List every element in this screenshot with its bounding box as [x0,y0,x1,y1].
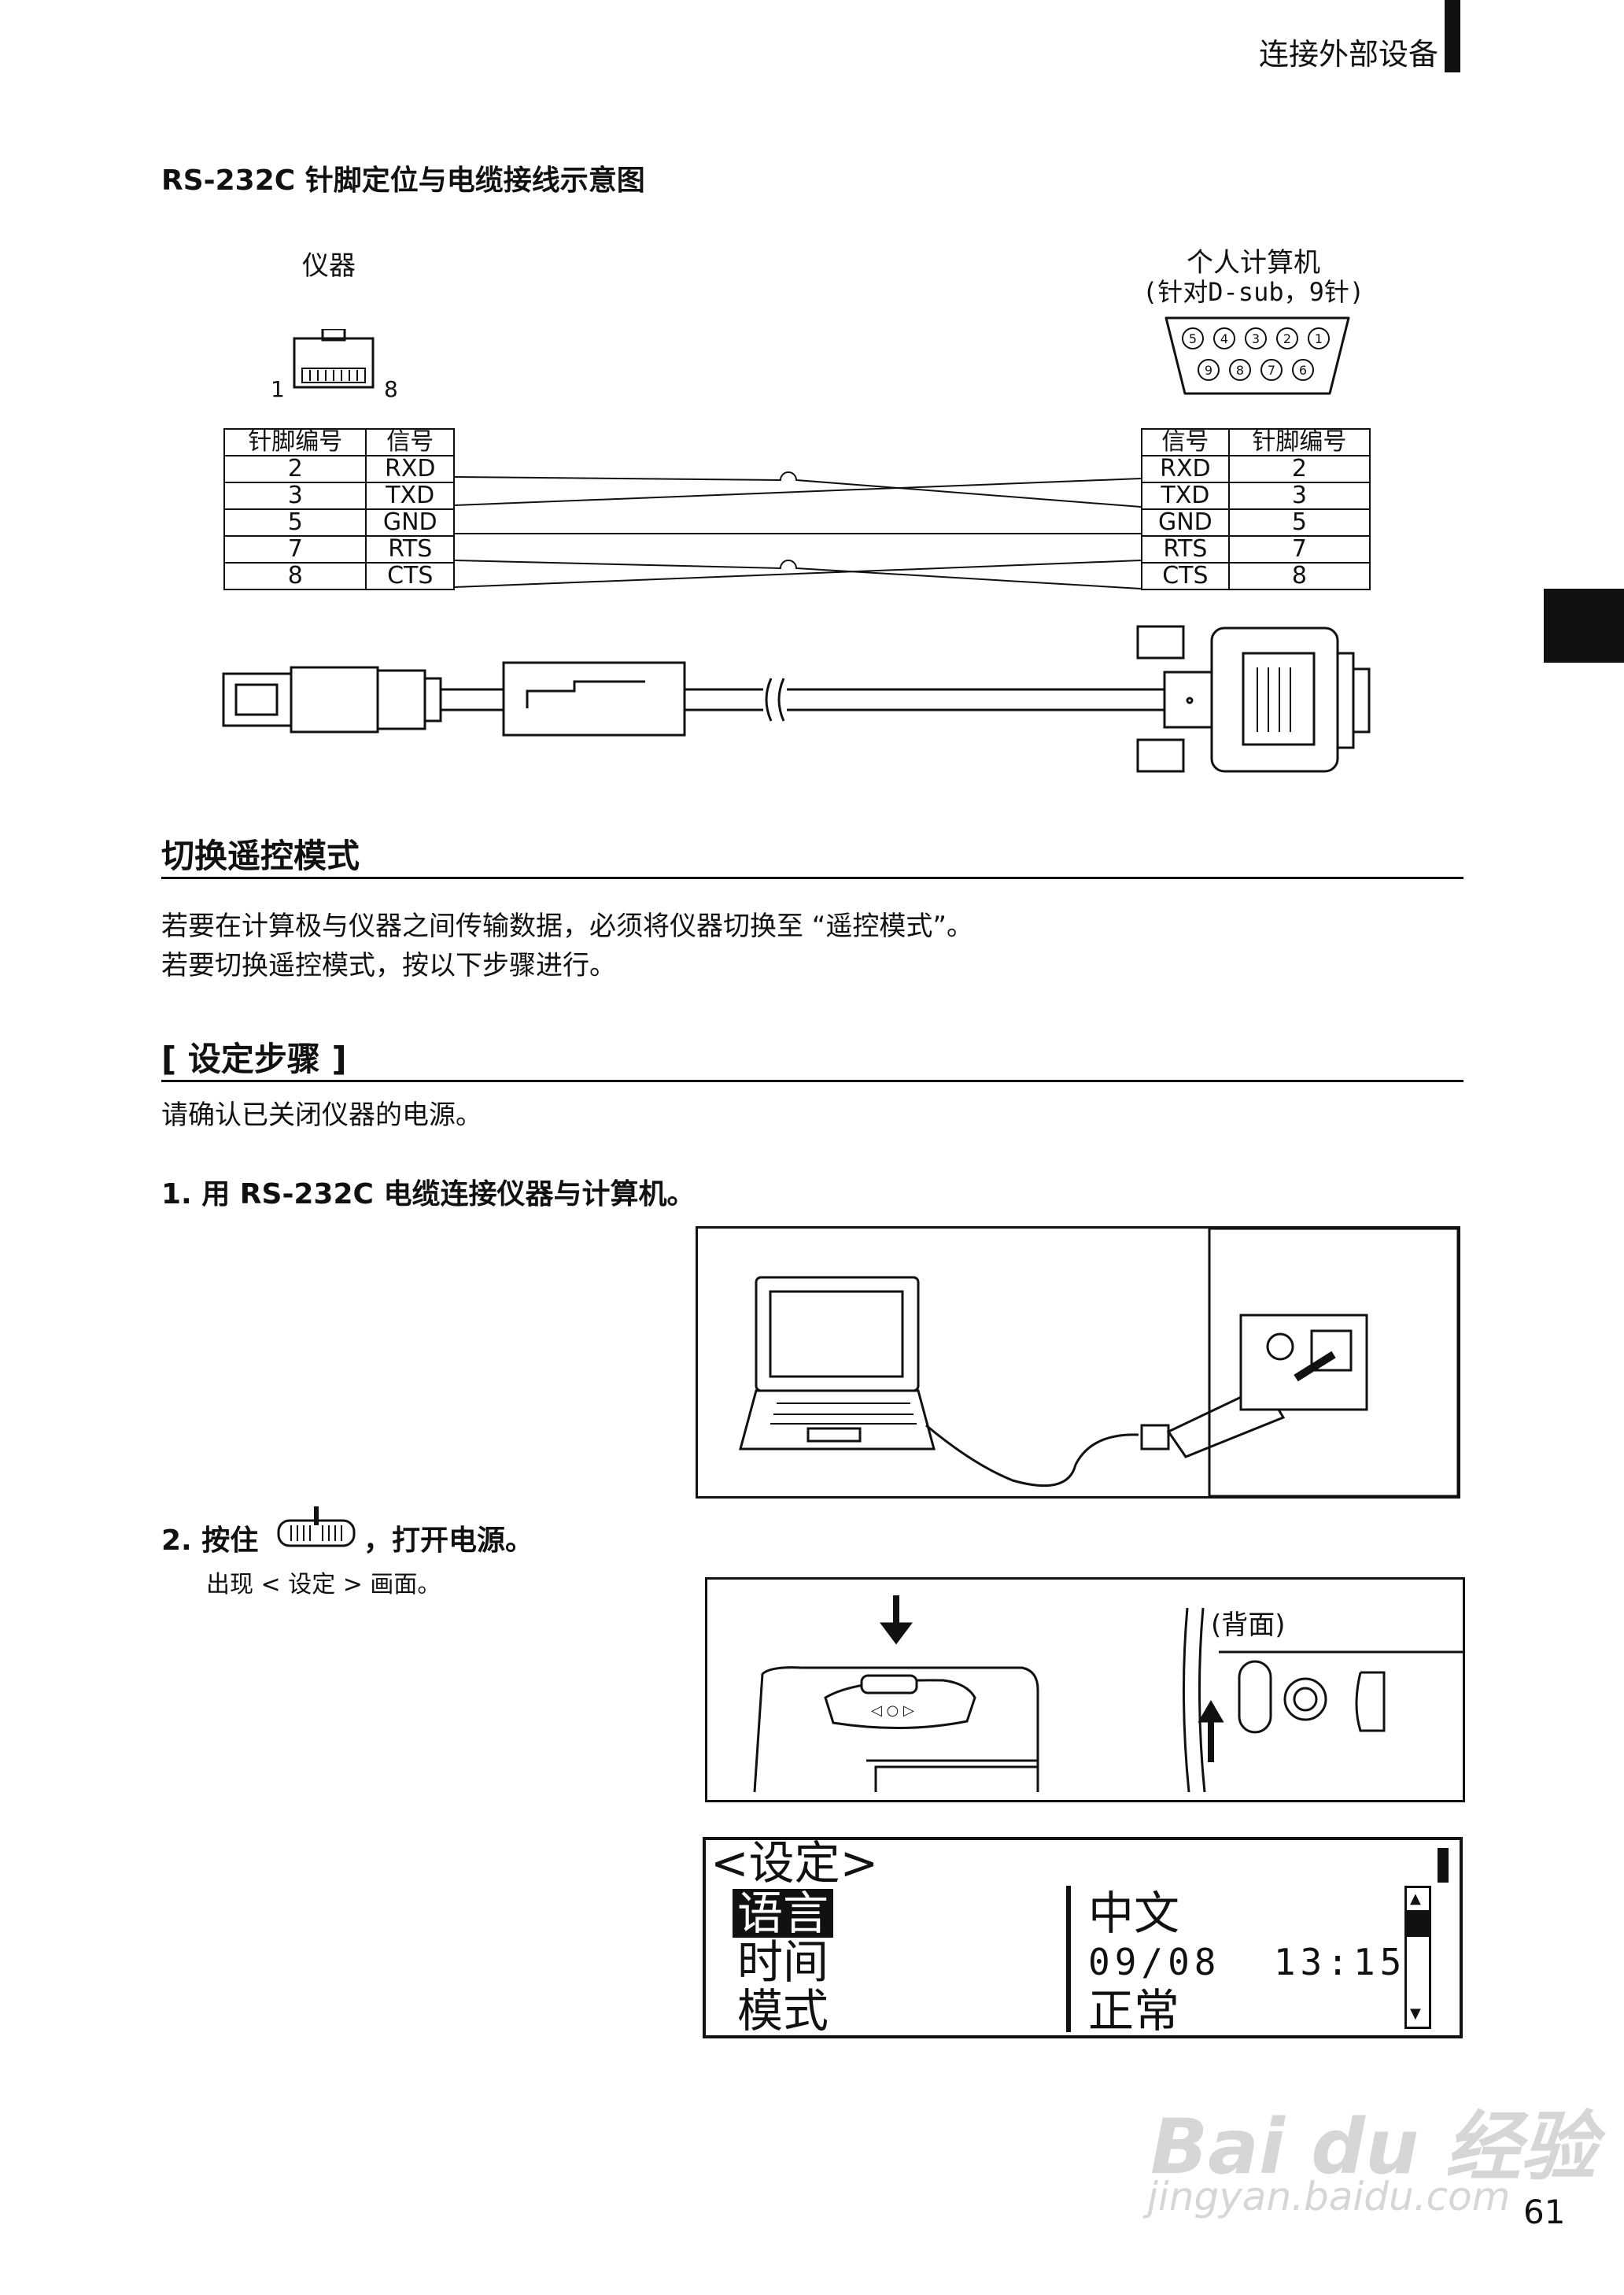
scroll-down-icon[interactable]: ▼ [1410,2005,1421,2022]
battery-icon [1438,1848,1449,1883]
signal-cell: CTS [1141,562,1230,590]
scroll-up-icon[interactable]: ▲ [1410,1890,1421,1907]
rj-pin-right-label: 8 [384,376,398,402]
lcd-menu-item-mode[interactable]: 模式 [737,1984,829,2038]
pin-cell: 3 [223,482,367,510]
dsub-pin-2: 2 [1283,331,1291,346]
signal-cell: RTS [365,535,455,564]
back-side-label: (背面) [1211,1609,1286,1641]
rj-pin-left-label: 1 [271,376,285,402]
lcd-value-mode: 正常 [1088,1984,1180,2038]
watermark-logo: Bai du 经验 [1150,2103,1596,2191]
lcd-value-language: 中文 [1088,1887,1180,1940]
dsub-connector-icon: 5 4 3 2 1 9 8 7 6 [1164,316,1350,395]
figure-title: RS-232C 针脚定位与电缆接线示意图 [161,164,645,197]
step-2-note: 出现 < 设定 > 画面。 [206,1571,441,1598]
pin-cell: 5 [223,508,367,537]
lcd-title: <设定> [710,1836,879,1890]
pin-cell: 5 [1227,508,1371,537]
dsub-pin-6: 6 [1299,363,1307,378]
connection-illustration [696,1226,1460,1499]
section-heading-setup-steps: [ 设定步骤 ] [161,1040,347,1078]
signal-cell: GND [1141,508,1230,537]
lcd-menu-item-time[interactable]: 时间 [737,1935,829,1989]
dial-arrows: ◁ ○ ▷ [871,1702,914,1719]
pc-label: 个人计算机 [1187,247,1320,279]
wiring-diagram [455,471,1141,589]
signal-cell: RTS [1141,535,1230,564]
dsub-pin-1: 1 [1315,331,1323,346]
intro-text: 请确认已关闭仪器的电源。 [161,1099,482,1131]
pin-cell: 7 [1227,535,1371,564]
col-header: 信号 [365,428,455,456]
dsub-pin-7: 7 [1268,363,1275,378]
running-header: 连接外部设备 [1258,37,1438,72]
col-header: 针脚编号 [1227,428,1371,456]
scroll-thumb[interactable] [1407,1910,1429,1937]
device-label: 仪器 [302,250,356,282]
lcd-divider [1066,1886,1071,2032]
dsub-pin-8: 8 [1236,363,1244,378]
header-bar [1445,0,1460,72]
signal-cell: CTS [365,562,455,590]
lcd-settings-screen: <设定> 语言 时间 模式 中文 09/08 13:15 正常 ▲ ▼ [703,1837,1463,2038]
step-2-prefix: 2. 按住 [161,1524,259,1557]
pc-sub-label: (针对D-sub，9针) [1142,277,1365,307]
signal-cell: TXD [1141,482,1230,510]
dsub-pin-3: 3 [1252,331,1260,346]
section-heading-remote-mode: 切换遥控模式 [161,837,360,875]
signal-cell: RXD [1141,455,1230,483]
pin-cell: 8 [223,562,367,590]
signal-cell: GND [365,508,455,537]
chapter-tab [1544,589,1624,663]
pin-cell: 2 [1227,455,1371,483]
step-1: 1. 用 RS-232C 电缆连接仪器与计算机。 [161,1178,696,1210]
signal-cell: TXD [365,482,455,510]
body-line: 若要在计算极与仪器之间传输数据，必须将仪器切换至 “遥控模式”。 [161,911,974,942]
watermark-url: jingyan.baidu.com [1147,2174,1511,2219]
power-switch-drawing: ◁ ○ ▷ [753,1595,1463,1793]
col-header: 信号 [1141,428,1230,456]
body-line: 若要切换遥控模式，按以下步骤进行。 [161,950,616,981]
power-dial-icon [277,1506,356,1547]
dsub-pin-5: 5 [1189,331,1197,346]
lcd-value-time: 09/08 13:15 [1088,1941,1407,1983]
lcd-menu-item-language[interactable]: 语言 [733,1889,834,1938]
section-rule [161,1080,1463,1082]
step-2-suffix: ，打开电源。 [364,1524,534,1557]
pin-cell: 8 [1227,562,1371,590]
page-number: 61 [1523,2193,1566,2231]
section-rule [161,877,1463,879]
cable-illustration [222,625,1371,773]
signal-cell: RXD [365,455,455,483]
rj-connector-icon [293,329,375,389]
dsub-pin-9: 9 [1205,363,1212,378]
pin-cell: 7 [223,535,367,564]
pin-cell: 3 [1227,482,1371,510]
pin-cell: 2 [223,455,367,483]
lcd-scrollbar[interactable]: ▲ ▼ [1404,1886,1431,2029]
col-header: 针脚编号 [223,428,367,456]
dsub-pin-4: 4 [1220,331,1228,346]
power-on-illustration: ◁ ○ ▷ (背面) [705,1577,1465,1802]
